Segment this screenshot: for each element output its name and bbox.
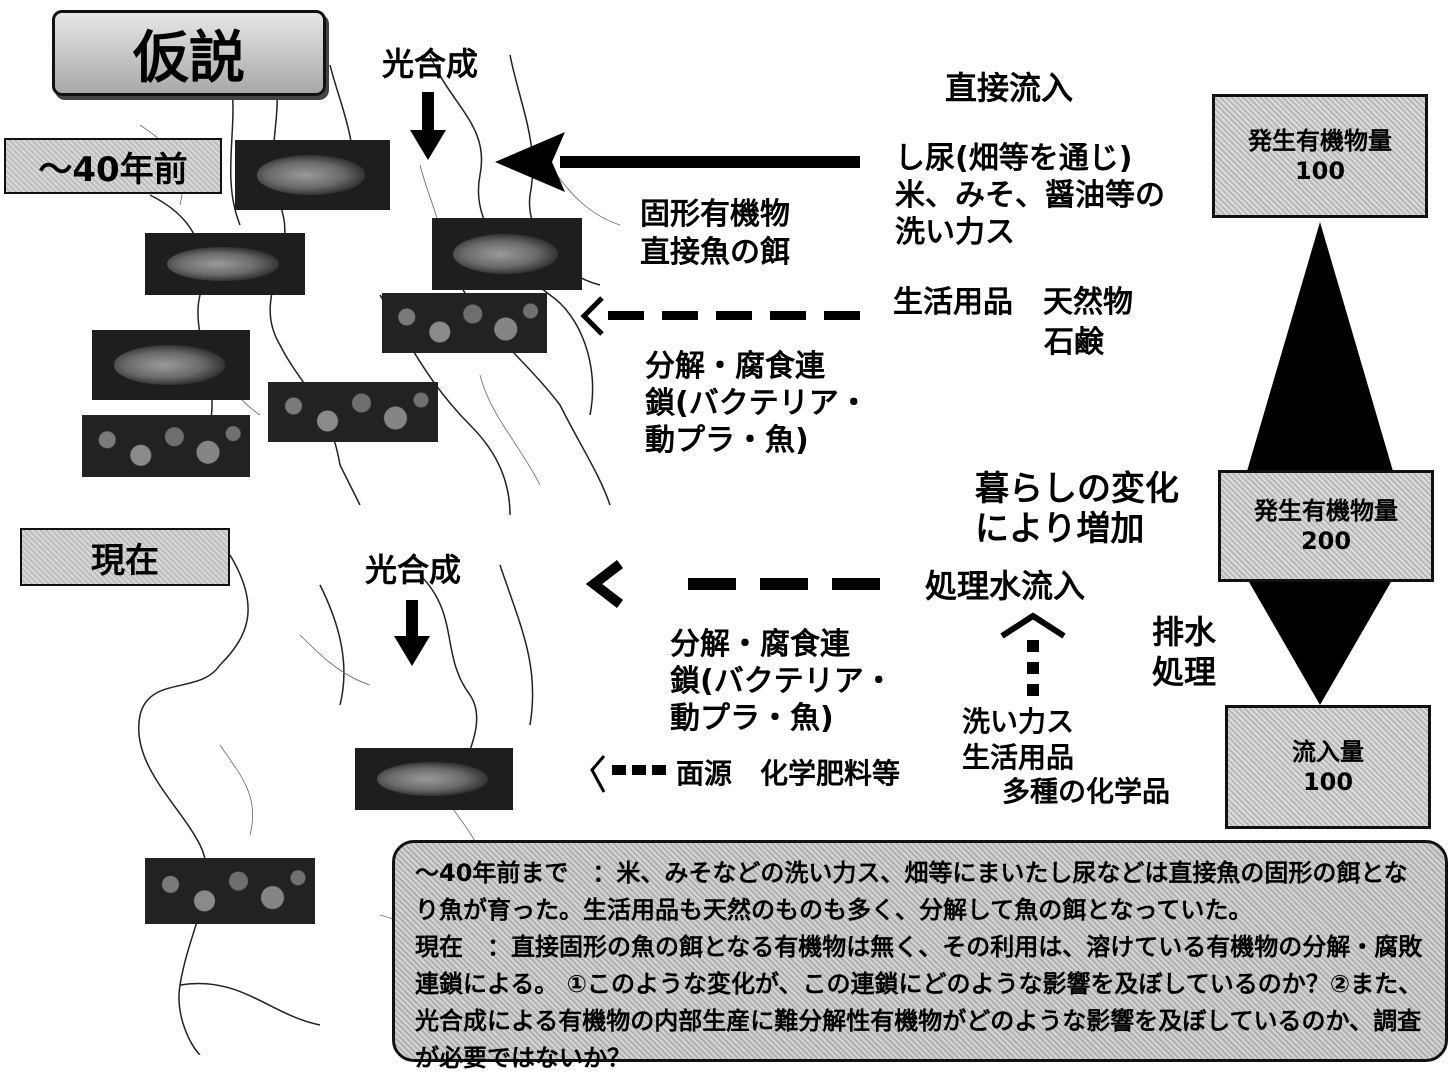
treated-inflow-label: 処理水流入	[925, 567, 1086, 605]
organic-amount-present-box: 発生有機物量 200	[1218, 470, 1434, 582]
era-label-present: 現在	[20, 528, 230, 586]
lifestyle-change-label: により増加	[975, 509, 1145, 549]
inflow-amount-box: 流入量 100	[1225, 705, 1431, 829]
inflow-line: 洗い力ス	[895, 215, 1015, 250]
nonpoint-source-label: 面源 化学肥料等	[676, 757, 901, 790]
source-line: 生活用品	[962, 741, 1075, 774]
treated-inflow-dashed-arrow	[585, 560, 880, 608]
title-box: 仮説	[52, 10, 326, 96]
fish-photo	[432, 218, 582, 290]
soap-label: 石鹸	[1044, 325, 1104, 360]
source-line: 洗い力ス	[962, 705, 1075, 738]
summary-box: ～40年前まで ：米、みそなどの洗い力ス、畑等にまいたし尿などは直接魚の固形の餌…	[392, 840, 1448, 1072]
plankton-photo	[268, 382, 438, 442]
solid-organic-label: 固形有機物	[640, 197, 790, 232]
photosynthesis-arrow-present	[394, 600, 430, 666]
wastewater-treatment-label: 処理	[1152, 653, 1217, 691]
plankton-photo	[382, 293, 547, 353]
plankton-photo	[82, 415, 250, 477]
direct-inflow-heading: 直接流入	[945, 69, 1074, 107]
daily-goods-label: 生活用品 天然物	[893, 285, 1133, 320]
fish-photo	[92, 330, 250, 400]
decomposition-line-past: 動プラ・魚)	[645, 423, 809, 458]
daily-goods-dashed-arrow	[580, 296, 860, 336]
photosynthesis-label-past: 光合成	[382, 45, 479, 83]
title-text: 仮説	[133, 25, 245, 91]
inflow-line: 米、みそ、醤油等の	[895, 178, 1165, 213]
era-label-past: ～40年前	[4, 138, 222, 194]
nonpoint-dashed-arrow	[590, 755, 666, 793]
inflow-line: し尿(畑等を通じ)	[895, 141, 1133, 176]
treatment-up-arrow	[1000, 612, 1066, 696]
direct-inflow-arrow	[495, 132, 860, 192]
plankton-photo	[145, 858, 315, 924]
decomposition-line-present: 分解・腐食連	[670, 627, 850, 662]
fish-photo	[235, 140, 390, 210]
organic-increase-diamond	[1232, 222, 1408, 705]
decomposition-line-past: 鎖(バクテリア・	[645, 386, 869, 421]
fish-photo	[355, 748, 513, 810]
decomposition-line-present: 鎖(バクテリア・	[670, 664, 894, 699]
photosynthesis-arrow-past	[410, 92, 446, 160]
wastewater-treatment-label: 排水	[1152, 613, 1217, 651]
lifestyle-change-label: 暮らしの変化	[975, 469, 1179, 509]
source-line: 多種の化学品	[1002, 775, 1171, 808]
solid-organic-label: 直接魚の餌	[640, 235, 790, 270]
decomposition-line-past: 分解・腐食連	[645, 349, 825, 384]
photosynthesis-label-present: 光合成	[365, 551, 462, 589]
fish-photo	[145, 233, 305, 295]
decomposition-line-present: 動プラ・魚)	[670, 701, 834, 736]
organic-amount-past-box: 発生有機物量 100	[1212, 94, 1428, 218]
